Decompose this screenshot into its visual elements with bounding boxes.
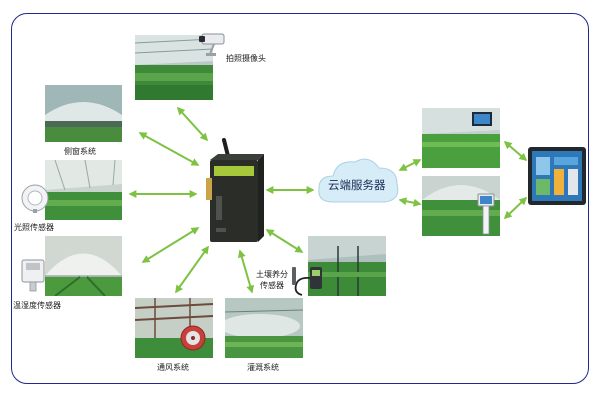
arrow-temp-humidity [141, 227, 200, 263]
gateway-device-icon [200, 138, 266, 244]
arrow-cloud-photo-bottom [398, 197, 422, 207]
cloud-greenhouse-photo-top [422, 108, 500, 168]
ventilation-label: 通风系统 [157, 363, 189, 372]
temp-humidity-greenhouse-photo [45, 236, 122, 296]
temp-humidity-sensor-icon [20, 258, 46, 292]
camera-greenhouse-photo [135, 35, 213, 100]
arrow-ventilation [175, 245, 209, 294]
light-sensor-label: 光照传感器 [14, 223, 54, 232]
arrow-cloud-photo-top [398, 159, 422, 171]
temp-humidity-sensor-label: 温湿度传感器 [13, 301, 61, 310]
arrow-monitor-bottom [503, 196, 528, 220]
arrow-soil-sensor [265, 229, 304, 253]
soil-sensor-label-line2: 传感器 [260, 281, 284, 290]
irrigation-greenhouse-photo [225, 298, 303, 358]
side-window-label: 侧窗系统 [64, 147, 96, 156]
arrow-side-window [138, 132, 200, 166]
monitor-icon [528, 147, 586, 205]
arrow-camera [176, 106, 209, 142]
arrow-monitor-top [503, 140, 528, 162]
cloud-server-label: 云端服务器 [328, 178, 386, 192]
side-window-greenhouse-photo [45, 85, 122, 142]
cloud-icon [313, 150, 403, 216]
arrow-irrigation [237, 249, 255, 294]
camera-icon [196, 30, 226, 58]
light-sensor-icon [20, 183, 50, 213]
camera-label: 拍照摄像头 [226, 54, 266, 63]
soil-sensor-icon [290, 263, 326, 297]
light-sensor-greenhouse-photo [45, 160, 122, 220]
diagram-frame [11, 13, 589, 384]
kiosk-icon [476, 192, 496, 236]
fan-icon [180, 325, 206, 351]
irrigation-label: 灌溉系统 [247, 363, 279, 372]
soil-sensor-label-line1: 土壤养分 [256, 270, 288, 279]
